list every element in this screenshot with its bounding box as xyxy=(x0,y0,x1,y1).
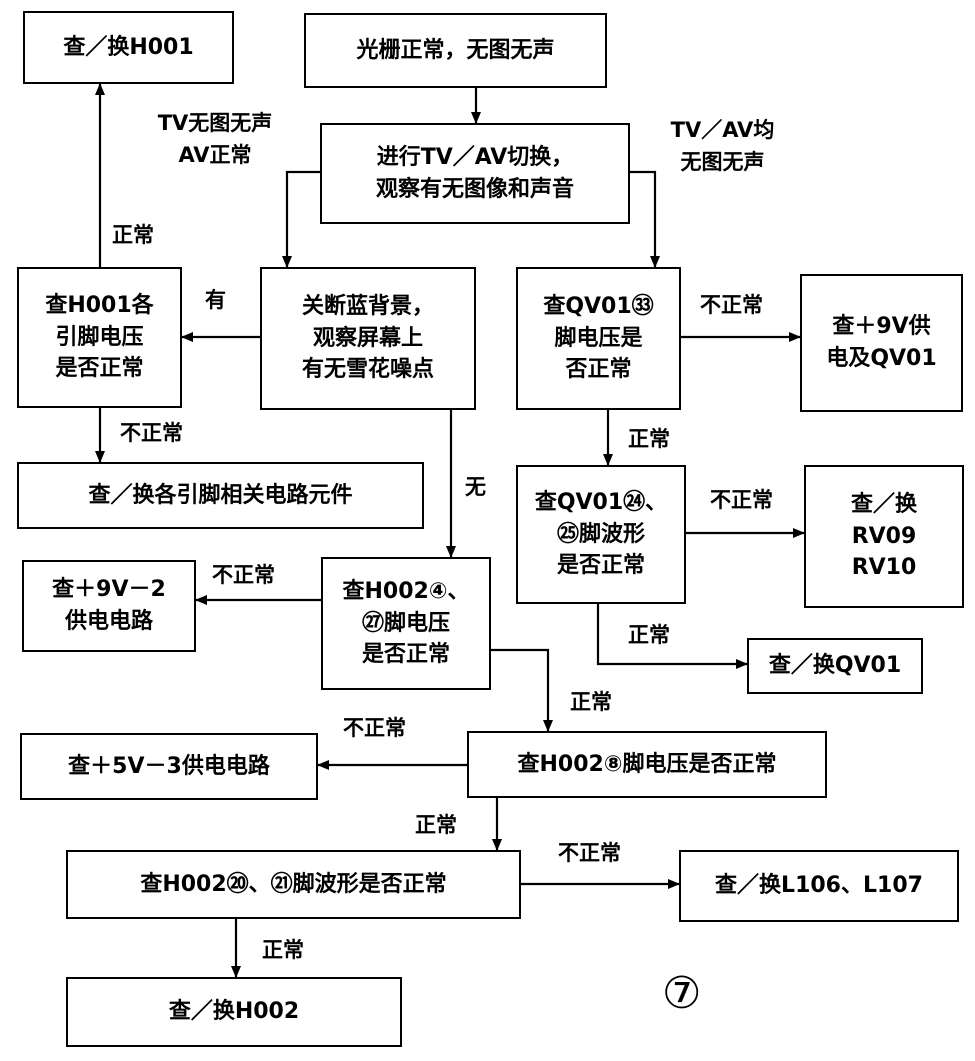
arrow-qv24-to-checkqv01 xyxy=(596,604,748,669)
box-blue-background: 关断蓝背景， 观察屏幕上 有无雪花噪点 xyxy=(260,267,476,410)
box-h002-pin4-27: 查H002④、 ㉗脚电压 是否正常 xyxy=(321,557,491,690)
box-check-9v-qv01: 查＋9V供 电及QV01 xyxy=(800,274,963,412)
arrow-switch-to-bluebg xyxy=(282,170,322,268)
figure-number-mark: ⑦ xyxy=(662,968,702,1019)
box-check-9v-2: 查＋9V－2 供电电路 xyxy=(22,560,196,652)
box-check-rv09-rv10: 查／换 RV09 RV10 xyxy=(804,465,964,608)
label-normal-h20: 正常 xyxy=(415,813,457,837)
label-not-normal-9v2: 不正常 xyxy=(212,563,275,587)
label-not-normal-l106: 不正常 xyxy=(558,841,621,865)
box-check-h001: 查／换H001 xyxy=(23,11,234,84)
label-normal-qv24: 正常 xyxy=(628,427,670,451)
arrow-h002p4-to-h002p8 xyxy=(491,648,553,732)
label-not-normal-5v: 不正常 xyxy=(343,716,406,740)
label-have: 有 xyxy=(205,288,226,312)
label-not-normal-parts: 不正常 xyxy=(120,421,183,445)
label-not-normal-9v: 不正常 xyxy=(700,293,763,317)
arrow-switch-to-qv33 xyxy=(628,170,660,268)
label-not-normal-rv: 不正常 xyxy=(710,488,773,512)
label-tv-av-both: TV／AV均 无图无声 xyxy=(670,118,775,174)
box-h001-pins: 查H001各 引脚电压 是否正常 xyxy=(17,267,182,408)
box-h002-pin20-21: 查H002⑳、㉑脚波形是否正常 xyxy=(66,850,521,919)
box-check-h002: 查／换H002 xyxy=(66,977,402,1047)
label-normal-h002: 正常 xyxy=(262,938,304,962)
box-qv01-pin33: 查QV01㉝ 脚电压是 否正常 xyxy=(516,267,681,410)
box-check-l106-l107: 查／换L106、L107 xyxy=(679,850,959,922)
label-normal-qv01: 正常 xyxy=(628,623,670,647)
label-normal-h8: 正常 xyxy=(570,690,612,714)
box-raster-normal: 光栅正常，无图无声 xyxy=(304,13,607,88)
label-normal-h001: 正常 xyxy=(112,223,154,247)
box-h002-pin8: 查H002⑧脚电压是否正常 xyxy=(467,731,827,798)
label-tv-no-av-ok: TV无图无声 AV正常 xyxy=(157,111,273,167)
label-none: 无 xyxy=(465,475,486,499)
box-switch-tv-av: 进行TV／AV切换， 观察有无图像和声音 xyxy=(320,123,630,224)
box-check-qv01: 查／换QV01 xyxy=(747,638,923,694)
box-check-5v-3: 查＋5V－3供电电路 xyxy=(20,733,318,800)
box-qv01-pin24-25: 查QV01㉔、 ㉕脚波形 是否正常 xyxy=(516,465,686,604)
box-check-pin-parts: 查／换各引脚相关电路元件 xyxy=(17,462,424,529)
